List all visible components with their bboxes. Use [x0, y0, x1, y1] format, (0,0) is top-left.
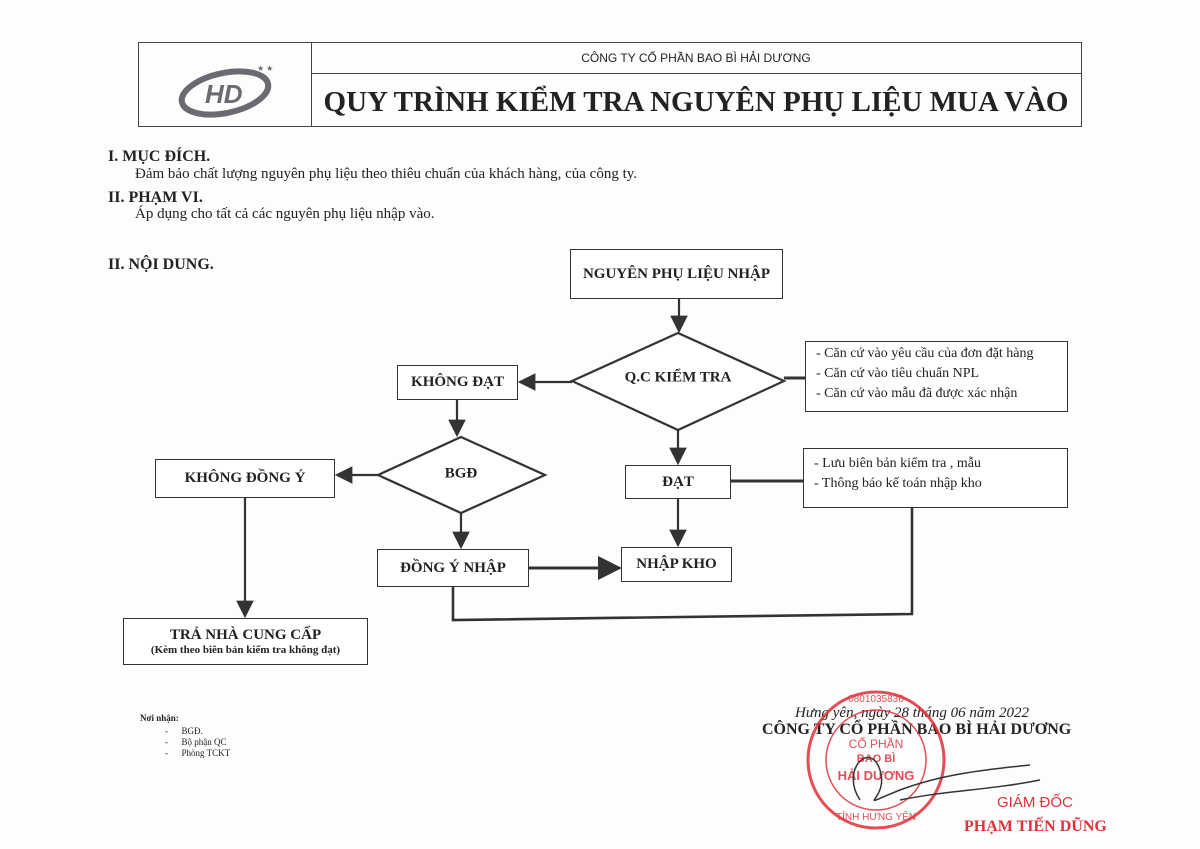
qc-note: - Căn cứ vào yêu cầu của đơn đặt hàng [816, 346, 1034, 361]
pass-note: - Lưu biên bản kiểm tra , mẫu [814, 456, 981, 471]
qc-note: - Căn cứ vào tiêu chuẩn NPL [816, 366, 980, 381]
pass-notes: - Lưu biên bản kiểm tra , mẫu - Thông bá… [803, 448, 1068, 508]
node-fail: KHÔNG ĐẠT [397, 365, 518, 400]
scope-text: Áp dụng cho tất cả các nguyên phụ liệu n… [135, 206, 435, 222]
node-input: NGUYÊN PHỤ LIỆU NHẬP [570, 249, 783, 299]
page-title: QUY TRÌNH KIỂM TRA NGUYÊN PHỤ LIỆU MUA V… [323, 86, 1069, 118]
node-reject-label: KHÔNG ĐỒNG Ý [184, 470, 306, 486]
node-return-label: TRẢ NHÀ CUNG CẤP [169, 627, 322, 643]
svg-text:HD: HD [205, 79, 243, 109]
node-return-note: (Kèm theo biên bản kiểm tra không đạt) [150, 644, 341, 656]
pass-note: - Thông báo kế toán nhập kho [814, 476, 982, 491]
svg-text:★ ★: ★ ★ [257, 64, 273, 73]
logo-cell: HD ★ ★ [139, 43, 312, 126]
sign-title: GIÁM ĐỐC [997, 794, 1073, 811]
recipient-item: - BGĐ. [165, 726, 203, 736]
qc-note: - Căn cứ vào mẫu đã được xác nhận [816, 386, 1018, 401]
recipients-list: - BGĐ. - Bộ phận QC - Phòng TCKT [165, 726, 230, 759]
sign-company: CÔNG TY CỔ PHẦN BAO BÌ HẢI DƯƠNG [762, 721, 1072, 738]
node-warehouse: NHẬP KHO [621, 547, 732, 582]
node-approve-label: ĐỒNG Ý NHẬP [400, 559, 506, 576]
content-heading: II. NỘI DUNG. [108, 256, 214, 273]
node-fail-label: KHÔNG ĐẠT [411, 374, 504, 390]
company-name: CÔNG TY CỔ PHẦN BAO BÌ HẢI DƯƠNG [311, 43, 1081, 74]
logo-icon: HD ★ ★ [178, 64, 273, 118]
sign-date: Hưng yên, ngày 28 tháng 06 năm 2022 [795, 705, 1029, 721]
node-qc-label: Q.C KIỂM TRA [624, 369, 732, 386]
qc-notes: - Căn cứ vào yêu cầu của đơn đặt hàng - … [805, 341, 1068, 412]
recipient-item: - Phòng TCKT [165, 748, 231, 758]
node-input-label: NGUYÊN PHỤ LIỆU NHẬP [582, 265, 771, 282]
node-board-label: BGĐ [444, 465, 478, 482]
scope-heading: II. PHẠM VI. [108, 189, 203, 206]
node-return: TRẢ NHÀ CUNG CẤP (Kèm theo biên bản kiểm… [123, 618, 368, 665]
recipient-item: - Bộ phận QC [165, 737, 227, 747]
node-approve: ĐỒNG Ý NHẬP [377, 549, 529, 587]
header-table: HD ★ ★ CÔNG TY CỔ PHẦN BAO BÌ HẢI DƯƠNG … [138, 42, 1082, 127]
purpose-heading: I. MỤC ĐÍCH. [108, 148, 211, 165]
sign-name: PHẠM TIẾN DŨNG [964, 818, 1107, 835]
node-pass-label: ĐẠT [662, 473, 694, 490]
node-reject: KHÔNG ĐỒNG Ý [155, 459, 335, 498]
recipients-label: Nơi nhận: [140, 713, 179, 723]
node-pass: ĐẠT [625, 465, 731, 499]
node-warehouse-label: NHẬP KHO [636, 556, 717, 572]
purpose-text: Đảm bảo chất lượng nguyên phụ liệu theo … [135, 166, 638, 182]
